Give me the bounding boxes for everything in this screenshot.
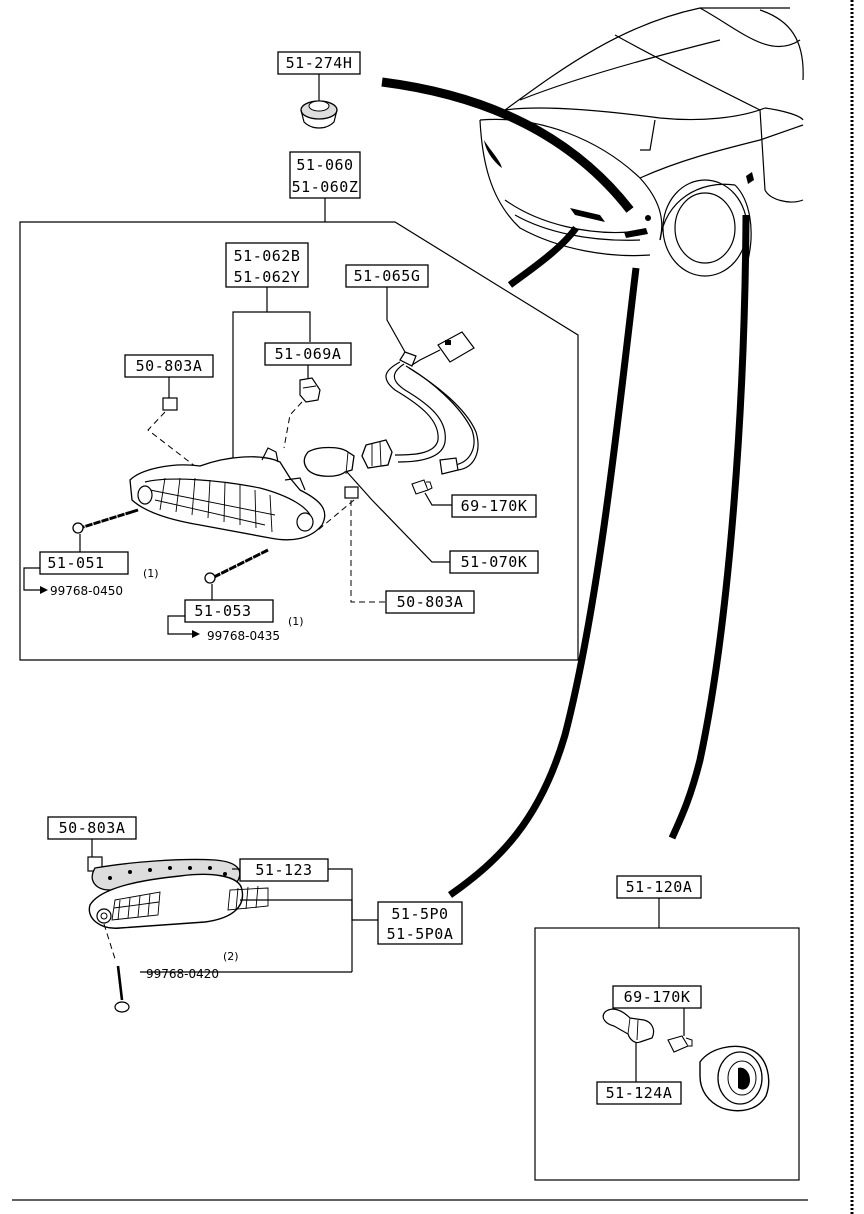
part-number-50-803A-a: 50-803A	[136, 357, 203, 375]
quantity-99768-0420: (2)	[223, 950, 239, 963]
part-number-51-065G: 51-065G	[354, 267, 421, 285]
part-label-69-170K-b	[612, 985, 702, 1009]
part-number-69-170K-b: 69-170K	[624, 988, 691, 1006]
part-number-99768-0420: 99768-0420	[146, 967, 219, 981]
part-label-51-062B	[225, 242, 309, 288]
bulb-icon	[299, 377, 321, 403]
fog-lamp-icon	[699, 1045, 770, 1112]
part-number-51-062B: 51-062B	[234, 247, 301, 265]
part-label-69-170K-a	[451, 494, 537, 518]
part-number-51-062Y: 51-062Y	[234, 268, 301, 286]
bulb-icon	[667, 1035, 693, 1053]
part-number-99768-0450: 99768-0450	[50, 584, 123, 598]
part-label-51-124A	[596, 1081, 682, 1105]
clip-icon	[162, 397, 178, 411]
grommet-icon	[300, 100, 338, 129]
screw-icon	[72, 508, 139, 534]
part-label-50-803A-b	[385, 590, 475, 614]
quantity-51-053: (1)	[288, 615, 304, 628]
part-number-51-051: 51-051	[47, 554, 104, 572]
part-label-51-5P0	[377, 901, 463, 945]
part-number-69-170K-a: 69-170K	[461, 497, 528, 515]
bulb-icon	[303, 446, 355, 477]
car-front-icon	[479, 7, 804, 277]
part-number-99768-0435: 99768-0435	[207, 629, 280, 643]
screw-icon	[204, 548, 269, 584]
part-number-51-5P0A: 51-5P0A	[387, 925, 454, 943]
side-marker-icon	[88, 858, 269, 929]
part-number-51-5P0: 51-5P0	[391, 905, 448, 923]
bulb-icon	[602, 1008, 655, 1044]
part-number-51-060Z: 51-060Z	[292, 178, 359, 196]
assembly-frame	[19, 221, 579, 661]
clip-icon	[344, 486, 359, 499]
part-number-51-069A: 51-069A	[275, 345, 342, 363]
part-number-51-274H: 51-274H	[286, 54, 353, 72]
part-number-51-124A: 51-124A	[606, 1084, 673, 1102]
part-number-51-060: 51-060	[296, 156, 353, 174]
part-number-50-803A-b: 50-803A	[397, 593, 464, 611]
bulb-icon	[411, 479, 433, 495]
part-label-51-123	[239, 858, 329, 882]
socket-harness-icon	[361, 331, 479, 475]
part-label-51-053	[184, 599, 274, 623]
part-number-51-053: 51-053	[194, 602, 251, 620]
part-number-51-123: 51-123	[255, 861, 312, 879]
part-number-50-803A-c: 50-803A	[59, 819, 126, 837]
part-label-51-051	[39, 551, 129, 575]
turn-lamp-icon	[129, 447, 326, 541]
assembly-frame	[534, 927, 800, 1181]
part-number-51-120A: 51-120A	[626, 878, 693, 896]
part-label-51-070K	[449, 550, 539, 574]
screw-icon	[114, 965, 130, 1013]
quantity-51-051: (1)	[143, 567, 159, 580]
part-number-51-070K: 51-070K	[461, 553, 528, 571]
